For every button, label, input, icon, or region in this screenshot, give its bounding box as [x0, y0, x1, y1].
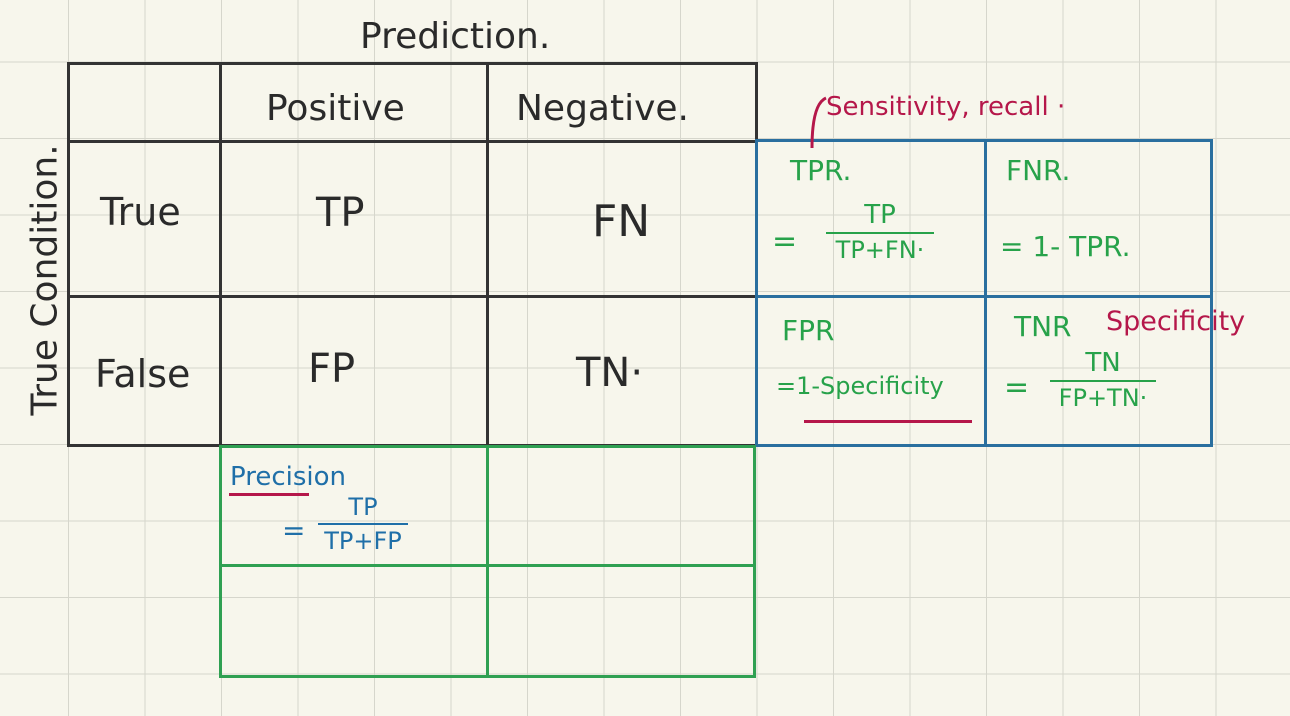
precision-fraction-bar: [318, 523, 408, 525]
precision-fraction: TP TP+FP: [318, 493, 408, 555]
tpr-equals: =: [772, 224, 798, 259]
column-positive-label: Positive: [266, 88, 405, 129]
green-box-top-right: [486, 445, 756, 567]
precision-denominator: TP+FP: [324, 527, 402, 555]
true-condition-axis-label: True Condition.: [24, 144, 66, 416]
specificity-underline: [804, 420, 972, 423]
prediction-title: Prediction.: [360, 16, 551, 57]
cell-fp-label: FP: [308, 346, 356, 392]
tpr-label: TPR.: [790, 154, 852, 187]
green-box-bottom-left: [219, 564, 489, 678]
tnr-label: TNR: [1014, 310, 1072, 343]
column-negative-label: Negative.: [516, 88, 690, 129]
tnr-denominator: FP+TN·: [1058, 384, 1148, 412]
green-box-bottom-right: [486, 564, 756, 678]
tpr-fraction: TP TP+FN·: [826, 200, 934, 264]
sensitivity-pointer-stroke: [810, 96, 827, 149]
fpr-label: FPR: [782, 314, 835, 347]
specificity-note: Specificity: [1106, 306, 1246, 337]
cell-fn-label: FN: [592, 196, 651, 247]
precision-numerator: TP: [348, 493, 378, 521]
fpr-expression: =1-Specificity: [776, 372, 944, 400]
cell-tp-label: TP: [316, 190, 365, 236]
cell-tn-label: TN·: [576, 350, 644, 396]
fnr-label: FNR.: [1006, 154, 1071, 187]
tnr-numerator: TN: [1085, 348, 1121, 378]
tnr-fraction: TN FP+TN·: [1050, 348, 1156, 412]
row-false-label: False: [95, 352, 191, 396]
tnr-fraction-bar: [1050, 380, 1156, 382]
sensitivity-recall-note: Sensitivity, recall ·: [826, 92, 1066, 122]
tpr-denominator: TP+FN·: [835, 236, 925, 264]
fnr-expression: = 1- TPR.: [1000, 230, 1131, 263]
tpr-numerator: TP: [864, 200, 896, 230]
tpr-fraction-bar: [826, 232, 934, 234]
tnr-equals: =: [1004, 370, 1030, 405]
matrix-header-corner: [67, 62, 222, 143]
row-true-label: True: [100, 190, 181, 234]
precision-equals: =: [282, 514, 306, 547]
precision-label: Precision: [230, 462, 347, 492]
tnr-box: [984, 295, 1213, 447]
precision-underline: [229, 493, 309, 496]
